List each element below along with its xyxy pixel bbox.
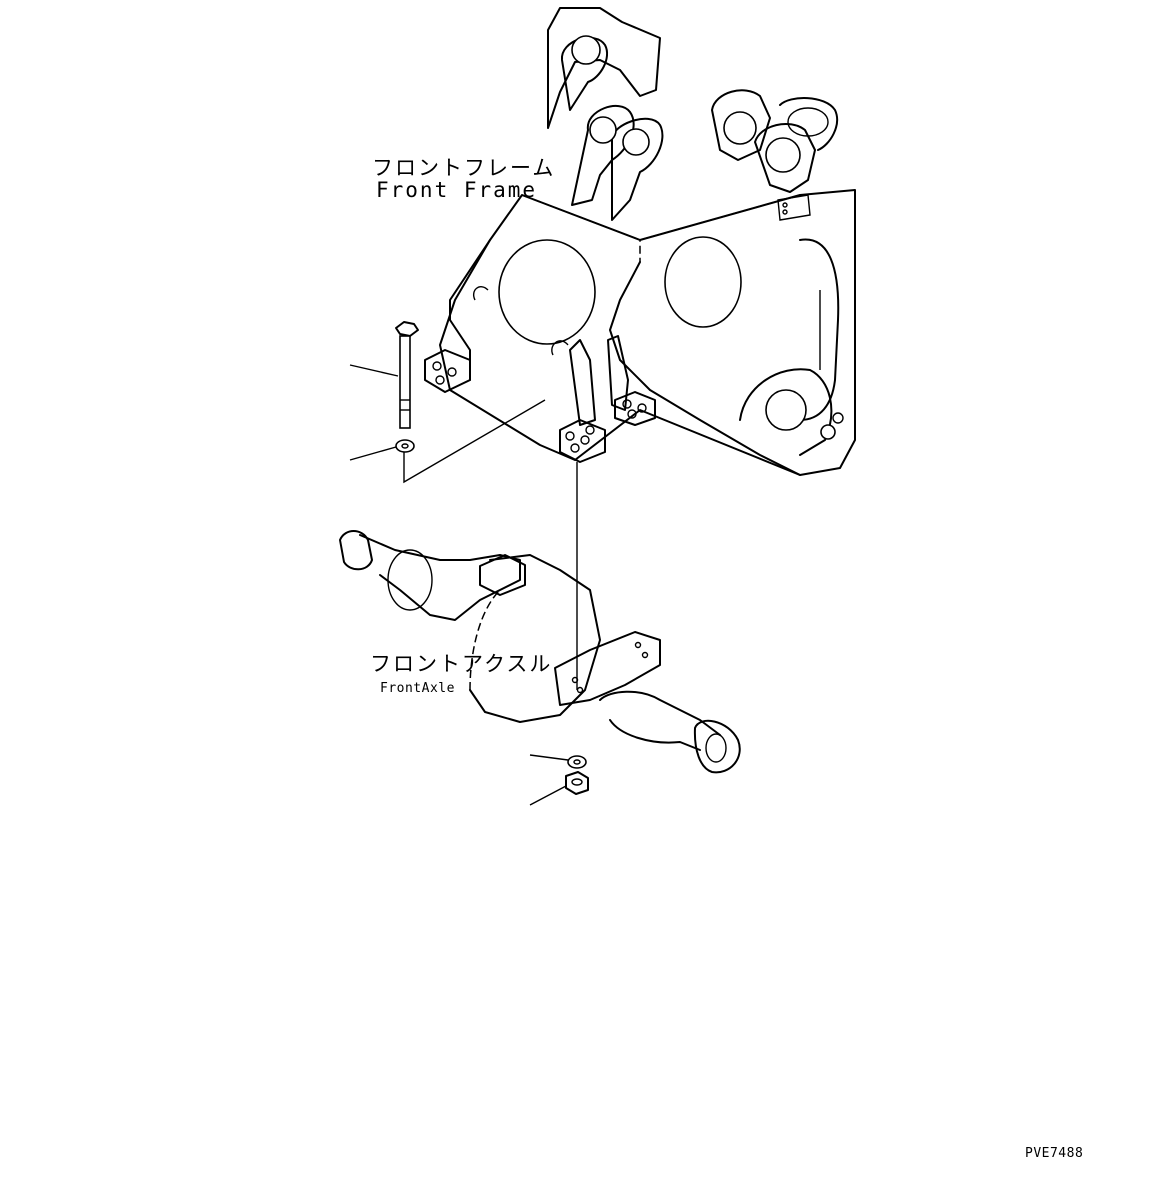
bolt-icon bbox=[395, 321, 419, 429]
front-axle-label-en: FrontAxle bbox=[380, 681, 455, 696]
washer-icon bbox=[395, 439, 415, 453]
front-frame-label-en: Front Frame bbox=[376, 178, 538, 202]
front-axle-label-jp: フロントアクスル bbox=[370, 652, 553, 676]
front-frame-label-jp: フロントフレーム bbox=[372, 156, 556, 180]
front-frame-drawing bbox=[424, 7, 856, 476]
drawing-code: PVE7488 bbox=[1025, 1146, 1084, 1161]
leader-lines bbox=[349, 364, 578, 806]
nut-icon bbox=[565, 771, 589, 795]
lower-washer-icon bbox=[567, 755, 587, 769]
